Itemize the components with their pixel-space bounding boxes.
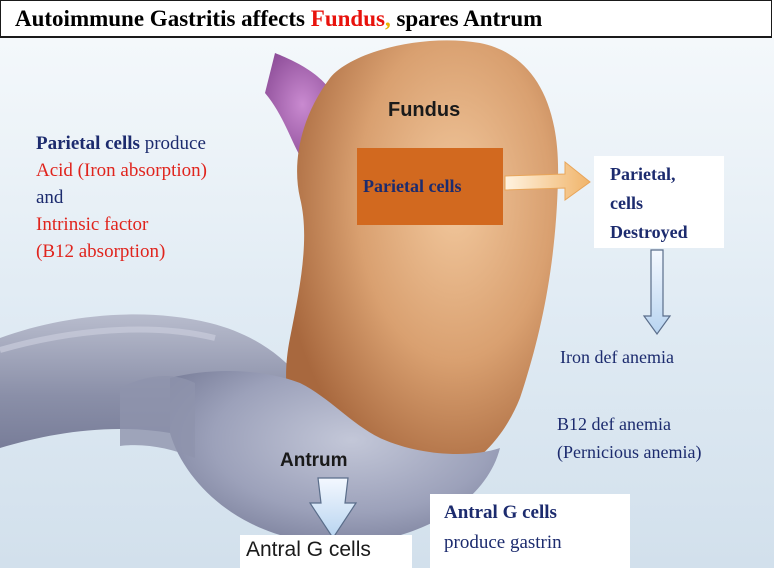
antral-box-line-1: Antral G cells <box>444 498 562 528</box>
b12-def-anemia-text: B12 def anemia (Pernicious anemia) <box>557 410 701 466</box>
parietal-destroyed-text: Parietal, cells Destroyed <box>610 160 688 247</box>
title-fundus-word: Fundus <box>311 6 385 31</box>
fundus-label: Fundus <box>388 99 460 122</box>
parietal-cells-box-label: Parietal cells <box>363 176 461 197</box>
arrow-down-anemia <box>644 250 670 334</box>
acid-line: Acid (Iron absorption) <box>36 157 207 184</box>
title-part-1: Autoimmune Gastritis affects <box>15 6 311 31</box>
antral-g-cells-label: Antral G cells <box>246 538 371 562</box>
b12-line-1: B12 def anemia <box>557 410 701 438</box>
b12-absorption-line: (B12 absorption) <box>36 238 207 265</box>
diagram-panel: Parietal cells produce Acid (Iron absorp… <box>0 38 774 568</box>
title-part-4: spares Antrum <box>396 6 542 31</box>
parietal-function-text: Parietal cells produce Acid (Iron absorp… <box>36 130 207 265</box>
intrinsic-factor-line: Intrinsic factor <box>36 211 207 238</box>
iron-def-anemia: Iron def anemia <box>560 347 674 368</box>
title-bar: Autoimmune Gastritis affects Fundus, spa… <box>0 0 772 38</box>
destroyed-line-1: Parietal, <box>610 160 688 189</box>
produce-word: produce <box>140 133 206 154</box>
title-comma: , <box>385 6 397 31</box>
parietal-cells-heading: Parietal cells <box>36 133 140 154</box>
and-word: and <box>36 184 207 211</box>
destroyed-line-2: cells <box>610 189 688 218</box>
diagram-title: Autoimmune Gastritis affects Fundus, spa… <box>15 6 542 32</box>
antrum-label: Antrum <box>280 450 348 472</box>
parietal-cells-box: Parietal cells <box>357 148 503 225</box>
b12-line-2: (Pernicious anemia) <box>557 438 701 466</box>
destroyed-line-3: Destroyed <box>610 218 688 247</box>
antral-box-line-2: produce gastrin <box>444 528 562 558</box>
stomach-illustration <box>0 38 774 568</box>
antral-g-cells-text: Antral G cells produce gastrin <box>444 498 562 558</box>
